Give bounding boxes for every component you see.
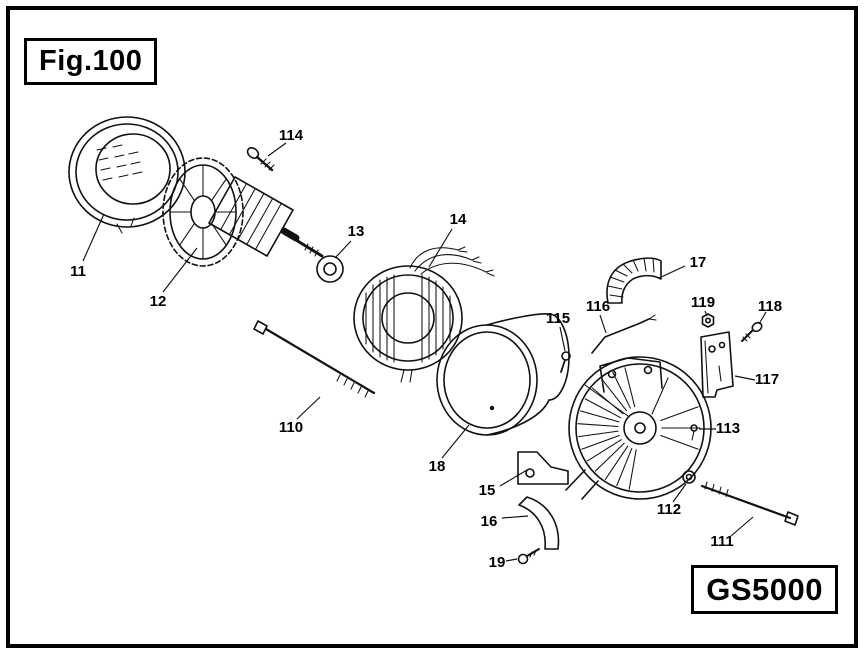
part-117-bracket [700, 331, 734, 398]
leader-lines [82, 142, 767, 562]
callout-111: 111 [710, 533, 733, 550]
part-13-bearing [316, 255, 344, 283]
callout-18: 18 [429, 458, 446, 475]
callout-labels: 11 12 13 14 15 16 17 18 19 110 111 112 1… [70, 127, 782, 571]
part-11-end-cover [68, 116, 186, 234]
part-110-bolt [253, 320, 376, 398]
callout-16: 16 [481, 513, 498, 530]
figure-label: Fig.100 [24, 38, 158, 85]
part-114-screw [246, 147, 275, 172]
callout-112: 112 [657, 501, 681, 518]
part-115-screw [560, 351, 571, 373]
callout-110: 110 [279, 419, 303, 436]
callout-117: 117 [755, 371, 779, 388]
model-label: GS5000 [691, 565, 838, 614]
part-12-rotor-fan [162, 157, 324, 267]
part-17-hose [606, 257, 662, 304]
part-18-housing-tube [436, 313, 570, 436]
part-15-bracket [517, 451, 569, 485]
callout-12: 12 [150, 293, 167, 310]
callout-13: 13 [348, 223, 365, 240]
part-19-screw [517, 548, 540, 565]
part-111-bolt [700, 481, 799, 526]
part-113-pin [690, 424, 698, 441]
callout-11: 11 [70, 263, 86, 280]
callout-19: 19 [489, 554, 506, 571]
part-16-guard [518, 496, 560, 550]
callout-15: 15 [479, 482, 496, 499]
callout-114: 114 [279, 127, 304, 144]
callout-116: 116 [586, 298, 610, 315]
generator-end-housing [565, 356, 712, 500]
part-112-washer [682, 470, 696, 484]
part-119-nut [701, 313, 715, 328]
part-116-wire [591, 314, 657, 354]
part-14-stator [353, 246, 495, 383]
part-118-screw [741, 321, 763, 342]
callout-118: 118 [758, 298, 782, 315]
callout-113: 113 [716, 420, 740, 437]
callout-115: 115 [546, 310, 570, 327]
callout-119: 119 [691, 294, 715, 311]
callout-14: 14 [450, 211, 467, 228]
callout-17: 17 [690, 254, 707, 271]
